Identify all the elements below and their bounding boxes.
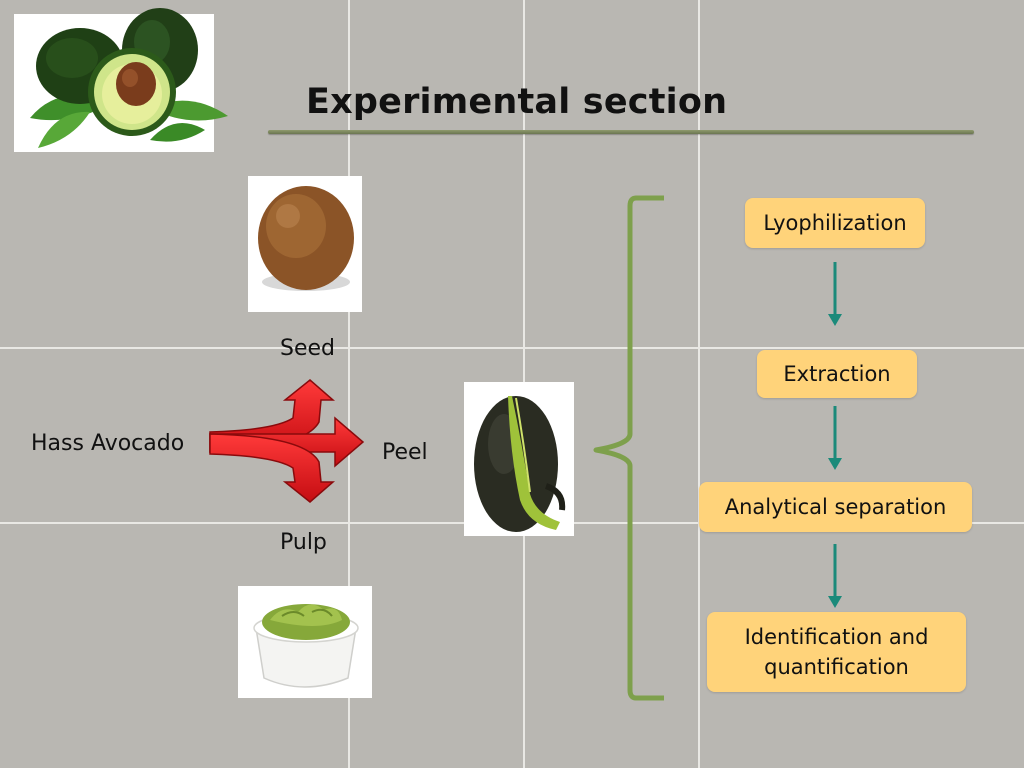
bracket-icon bbox=[593, 195, 664, 701]
step-extraction: Extraction bbox=[757, 350, 917, 398]
step-analytical-separation: Analytical separation bbox=[699, 482, 972, 532]
step-lyophilization: Lyophilization bbox=[745, 198, 925, 248]
grid-line bbox=[0, 347, 1024, 349]
seed-photo bbox=[248, 176, 362, 312]
title-underline bbox=[268, 130, 974, 134]
peel-photo bbox=[464, 382, 574, 536]
pulp-label: Pulp bbox=[280, 530, 327, 555]
arrow-down-icon bbox=[828, 262, 842, 326]
avocado-logo-icon bbox=[14, 8, 228, 152]
arrow-down-icon bbox=[828, 406, 842, 470]
seed-label: Seed bbox=[280, 336, 335, 361]
peel-label: Peel bbox=[382, 440, 428, 465]
split-arrow-icon bbox=[209, 379, 365, 503]
step-identification-quantification: Identification and quantification bbox=[707, 612, 966, 692]
hass-avocado-label: Hass Avocado bbox=[31, 431, 185, 456]
grid-line bbox=[698, 0, 700, 768]
arrow-down-icon bbox=[828, 544, 842, 608]
grid-line bbox=[348, 0, 350, 768]
pulp-bowl-photo bbox=[238, 586, 372, 698]
slide-title: Experimental section bbox=[306, 82, 728, 122]
